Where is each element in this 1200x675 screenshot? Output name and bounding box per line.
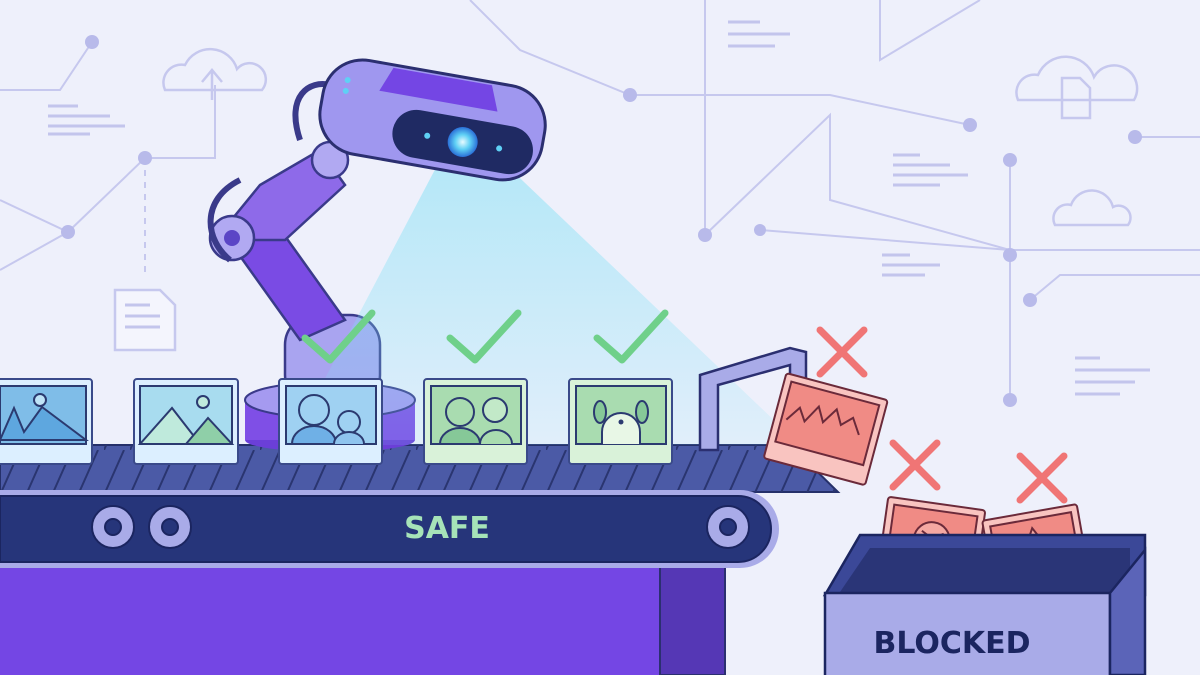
item-5 bbox=[568, 378, 673, 465]
cloud-icon bbox=[1052, 189, 1132, 227]
camera-lens-icon bbox=[447, 127, 478, 158]
blocked-label: BLOCKED bbox=[873, 626, 1030, 661]
item-6 bbox=[763, 372, 889, 486]
conveyor-belt-side: SAFE bbox=[0, 490, 779, 568]
conveyor-base bbox=[0, 565, 700, 675]
rejected-marks bbox=[816, 326, 1068, 504]
blocked-bin: BLOCKED bbox=[822, 533, 1147, 675]
network-nodes bbox=[61, 35, 1142, 407]
scanner-camera bbox=[318, 58, 547, 182]
background-text-lines bbox=[48, 20, 1150, 396]
conveyor-rollers bbox=[91, 505, 750, 549]
conveyor-belt-top bbox=[0, 444, 841, 493]
item-1 bbox=[0, 378, 93, 465]
item-4 bbox=[423, 378, 528, 465]
check-icon bbox=[446, 309, 522, 364]
check-icon bbox=[301, 309, 376, 364]
x-icon bbox=[889, 439, 941, 491]
scanner-light-beam bbox=[290, 140, 800, 445]
document-icon bbox=[113, 288, 177, 352]
cloud-upload-icon bbox=[162, 47, 268, 92]
item-3 bbox=[278, 378, 383, 465]
approved-checks bbox=[301, 309, 669, 364]
x-icon bbox=[816, 326, 868, 378]
cloud-document-icon bbox=[1015, 55, 1139, 102]
conveyor-base-side bbox=[659, 564, 726, 675]
check-icon bbox=[593, 309, 669, 364]
item-2 bbox=[133, 378, 239, 465]
safe-label: SAFE bbox=[404, 511, 490, 546]
x-icon bbox=[1016, 452, 1068, 504]
